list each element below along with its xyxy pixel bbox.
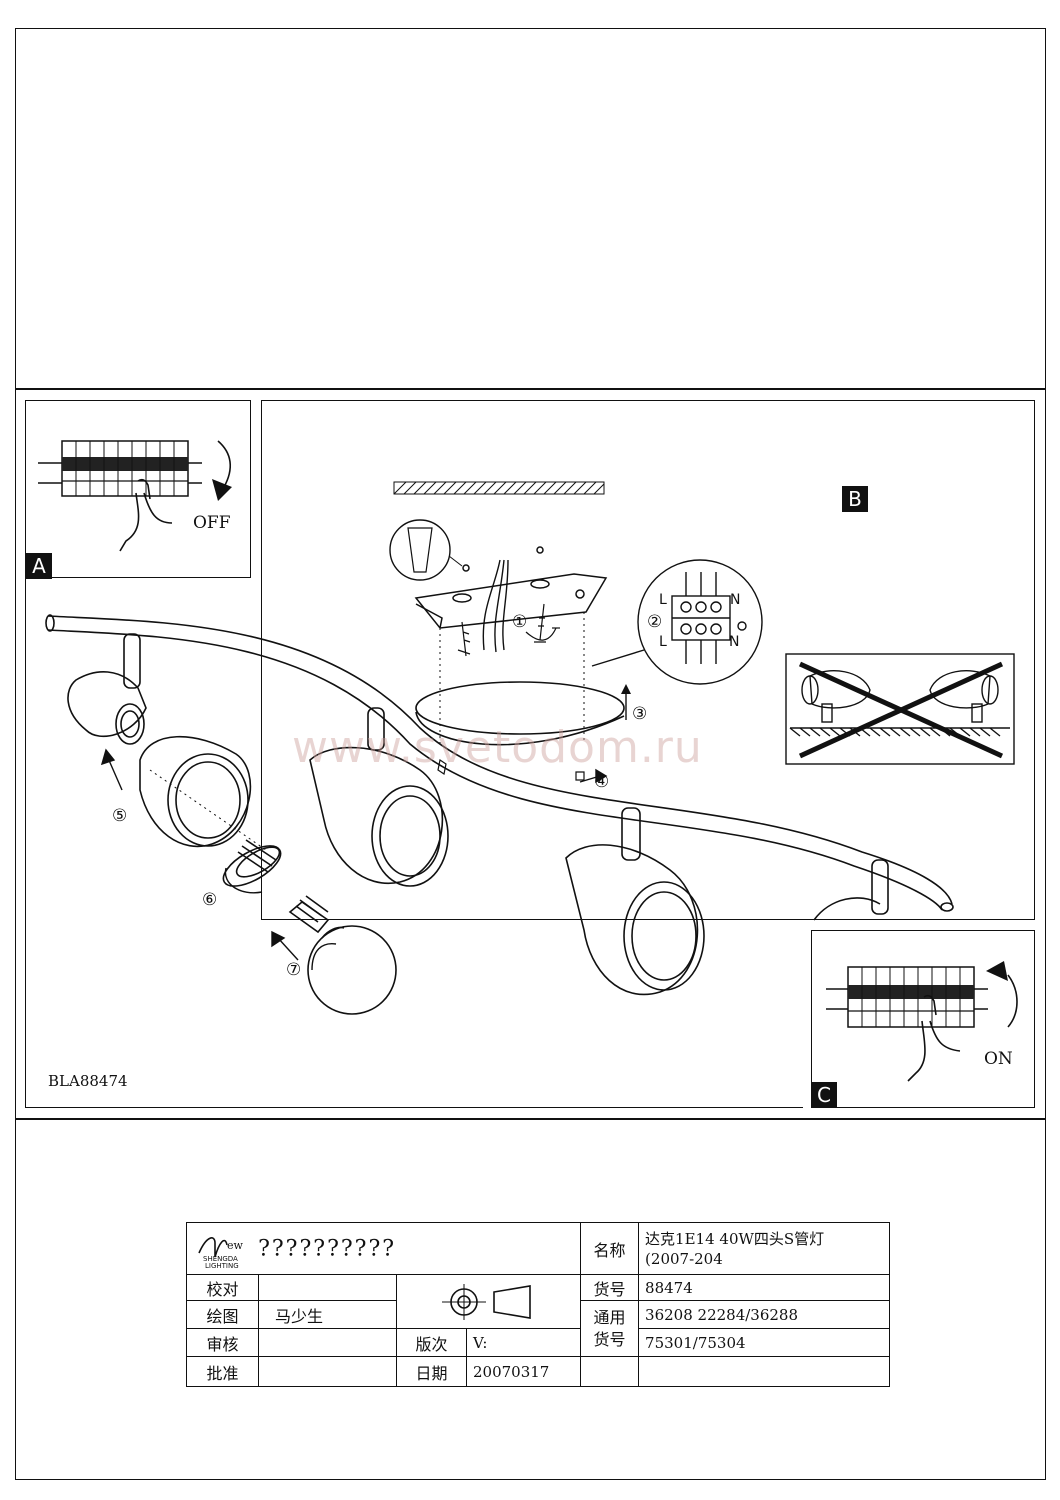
company-name: ?????????? xyxy=(258,1236,397,1261)
approve-value xyxy=(258,1356,397,1387)
step-2-marker: ② xyxy=(647,612,663,632)
mounting-bracket xyxy=(414,546,608,629)
name-value-line2: (2007-204 xyxy=(645,1249,723,1268)
panel-a-tag: A xyxy=(26,553,52,579)
projection-symbol-cell xyxy=(395,1274,582,1329)
item-no-value: 88474 xyxy=(638,1274,891,1301)
spotlight-heads xyxy=(67,633,889,996)
check-label: 校对 xyxy=(186,1274,259,1301)
company-logo: ew SHENGDA LIGHTING xyxy=(193,1229,253,1270)
light-bulb xyxy=(288,895,397,1015)
terminal-l-top: L xyxy=(659,592,667,608)
s-tube-arm xyxy=(45,614,954,912)
panel-b-frame xyxy=(261,400,1035,920)
common-value-2: 75301/75304 xyxy=(638,1328,891,1357)
panel-c-tag: C xyxy=(811,1082,837,1108)
on-label: ON xyxy=(984,1049,1013,1069)
empty-cell-b xyxy=(638,1356,891,1387)
common-value-1: 36208 22284/36288 xyxy=(638,1300,891,1329)
cross-mark xyxy=(798,661,1004,759)
approve-label: 批准 xyxy=(186,1356,259,1387)
divider-bottom xyxy=(15,1118,1046,1120)
panel-b-tag: B xyxy=(842,486,868,512)
terminal-n-bottom: N xyxy=(729,634,740,650)
name-value: 达克1E14 40W四头S管灯 (2007-204 xyxy=(638,1222,891,1275)
empty-cell-a xyxy=(580,1356,640,1387)
divider-top xyxy=(15,388,1046,390)
breaker-off-illustration xyxy=(38,440,232,552)
logo-cell: ew SHENGDA LIGHTING ?????????? xyxy=(185,1222,582,1275)
panel-c: ON xyxy=(811,930,1035,1108)
page-frame xyxy=(15,28,1046,1480)
date-label: 日期 xyxy=(396,1356,467,1387)
step-5-marker: ⑤ xyxy=(112,806,128,826)
step-6-marker: ⑥ xyxy=(202,890,218,910)
canopy xyxy=(415,681,625,746)
common-label-2: 货号 xyxy=(593,1329,626,1349)
version-value: V: xyxy=(465,1328,582,1357)
review-value xyxy=(258,1328,397,1357)
watermark: www.svetodom.ru xyxy=(292,722,703,773)
breaker-on-illustration xyxy=(826,961,1018,1082)
title-block: ew SHENGDA LIGHTING ?????????? 名称 达克1E14… xyxy=(185,1222,891,1387)
version-label: 版次 xyxy=(396,1328,467,1357)
logo-brand: SHENGDA xyxy=(203,1254,238,1263)
check-value xyxy=(258,1274,397,1301)
projection-symbol xyxy=(441,1283,531,1320)
screws xyxy=(437,603,585,781)
common-label: 通用 货号 xyxy=(580,1300,640,1357)
logo-sub: LIGHTING xyxy=(205,1261,239,1270)
logo-word: ew xyxy=(227,1238,243,1252)
review-label: 审核 xyxy=(186,1328,259,1357)
common-label-1: 通用 xyxy=(593,1307,626,1327)
lampholder-ring xyxy=(222,839,282,887)
draw-value: 马少生 xyxy=(258,1300,397,1329)
date-value: 20070317 xyxy=(465,1356,582,1387)
step-4-marker: ④ xyxy=(594,772,610,792)
draw-label: 绘图 xyxy=(186,1300,259,1329)
model-code: BLA88474 xyxy=(48,1072,128,1090)
step-7-marker: ⑦ xyxy=(286,960,302,980)
terminal-n-top: N xyxy=(730,592,741,608)
ceiling-hatch xyxy=(393,481,605,495)
name-label: 名称 xyxy=(580,1222,640,1275)
panel-a: OFF A xyxy=(25,400,251,579)
terminal-l-bottom: L xyxy=(659,634,667,650)
step-1-marker: ① xyxy=(512,612,528,632)
step-3-marker: ③ xyxy=(632,704,648,724)
item-no-label: 货号 xyxy=(580,1274,640,1301)
name-value-line1: 达克1E14 40W四头S管灯 xyxy=(645,1229,825,1248)
assembly-frame xyxy=(25,578,803,1108)
terminal-block-detail xyxy=(591,559,763,685)
assembly-drawing xyxy=(45,481,1015,1015)
wall-plug-detail xyxy=(389,519,451,581)
off-label: OFF xyxy=(193,513,231,533)
